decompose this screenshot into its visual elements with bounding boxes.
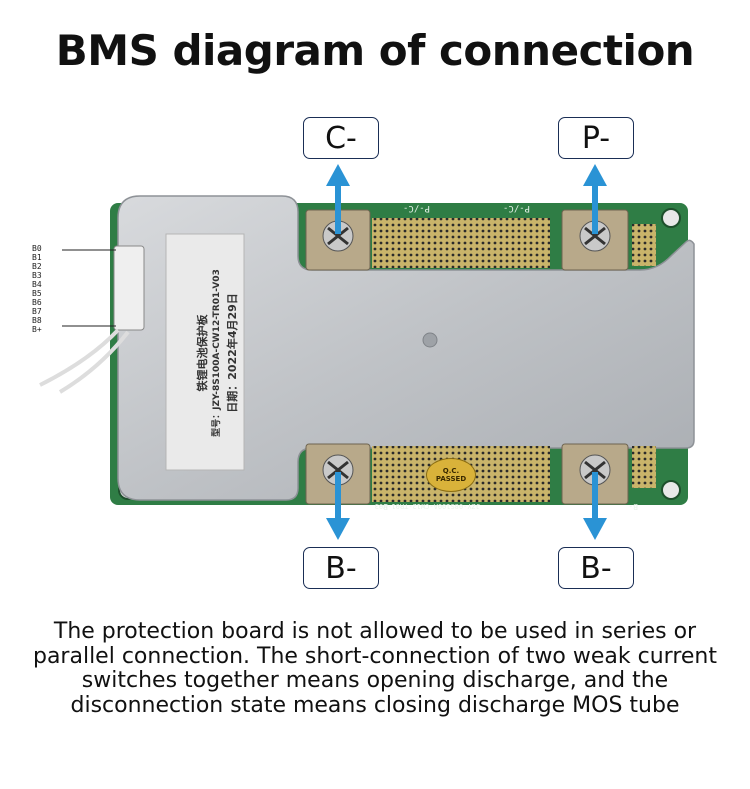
pcb-mark-bottom-right: B-	[628, 502, 638, 511]
wire-label-b3: B3	[32, 271, 42, 280]
sticker-line-1: 铁锂电池保护板	[196, 314, 209, 392]
wire-label-list: B0 B1 B2 B3 B4 B5 B6 B7 B8 B+	[32, 244, 42, 334]
qc-line-1: Q.C.	[442, 467, 460, 475]
p-minus-label: P-	[558, 117, 634, 159]
pcb-mark-top-right: P-/C-	[503, 203, 530, 213]
wire-label-b0: B0	[32, 244, 42, 253]
arrow-b-minus-left	[326, 472, 350, 540]
sticker-line-3: 日期：2022年4月29日	[226, 293, 239, 413]
arrow-c-minus	[326, 164, 350, 234]
b-minus-left-label: B-	[303, 547, 379, 589]
balance-connector	[113, 245, 145, 331]
arrows	[326, 164, 607, 540]
c-minus-label: C-	[303, 117, 379, 159]
sticker-line-2: 型号：JZY-8S100A-CW12-TR01-V03	[212, 269, 222, 437]
wire-label-b5: B5	[32, 289, 42, 298]
qc-line-2: PASSED	[435, 475, 467, 483]
usage-note: The protection board is not allowed to b…	[32, 619, 717, 718]
wire-label-b8: B8	[32, 316, 42, 325]
wire-label-b4: B4	[32, 280, 42, 289]
aluminium-case	[117, 195, 695, 501]
diagram-title: BMS diagram of connection	[55, 26, 695, 75]
case-sticker	[165, 233, 245, 471]
wire-label-b6: B6	[32, 298, 42, 307]
wire-label-bplus: B+	[32, 325, 42, 334]
qc-passed-badge: Q.C. PASSED	[426, 458, 476, 492]
wire-label-b2: B2	[32, 262, 42, 271]
solder-grid-top	[372, 218, 550, 268]
pcb-mark-bottom-left: B-	[378, 502, 388, 511]
wire-label-b1: B1	[32, 253, 42, 262]
b-minus-right-label: B-	[558, 547, 634, 589]
arrow-p-minus	[583, 164, 607, 234]
arrow-b-minus-right	[583, 472, 607, 540]
terminal-top-left	[305, 209, 371, 271]
pcb-mark-bottom-code: JZY-08S100A-CW12-TR01-V03	[375, 502, 480, 510]
sticker-text: 铁锂电池保护板 型号：JZY-8S100A-CW12-TR01-V03 日期：2…	[195, 248, 245, 458]
wire-label-b7: B7	[32, 307, 42, 316]
pcb-mark-top-left: P-/C-	[403, 203, 430, 213]
